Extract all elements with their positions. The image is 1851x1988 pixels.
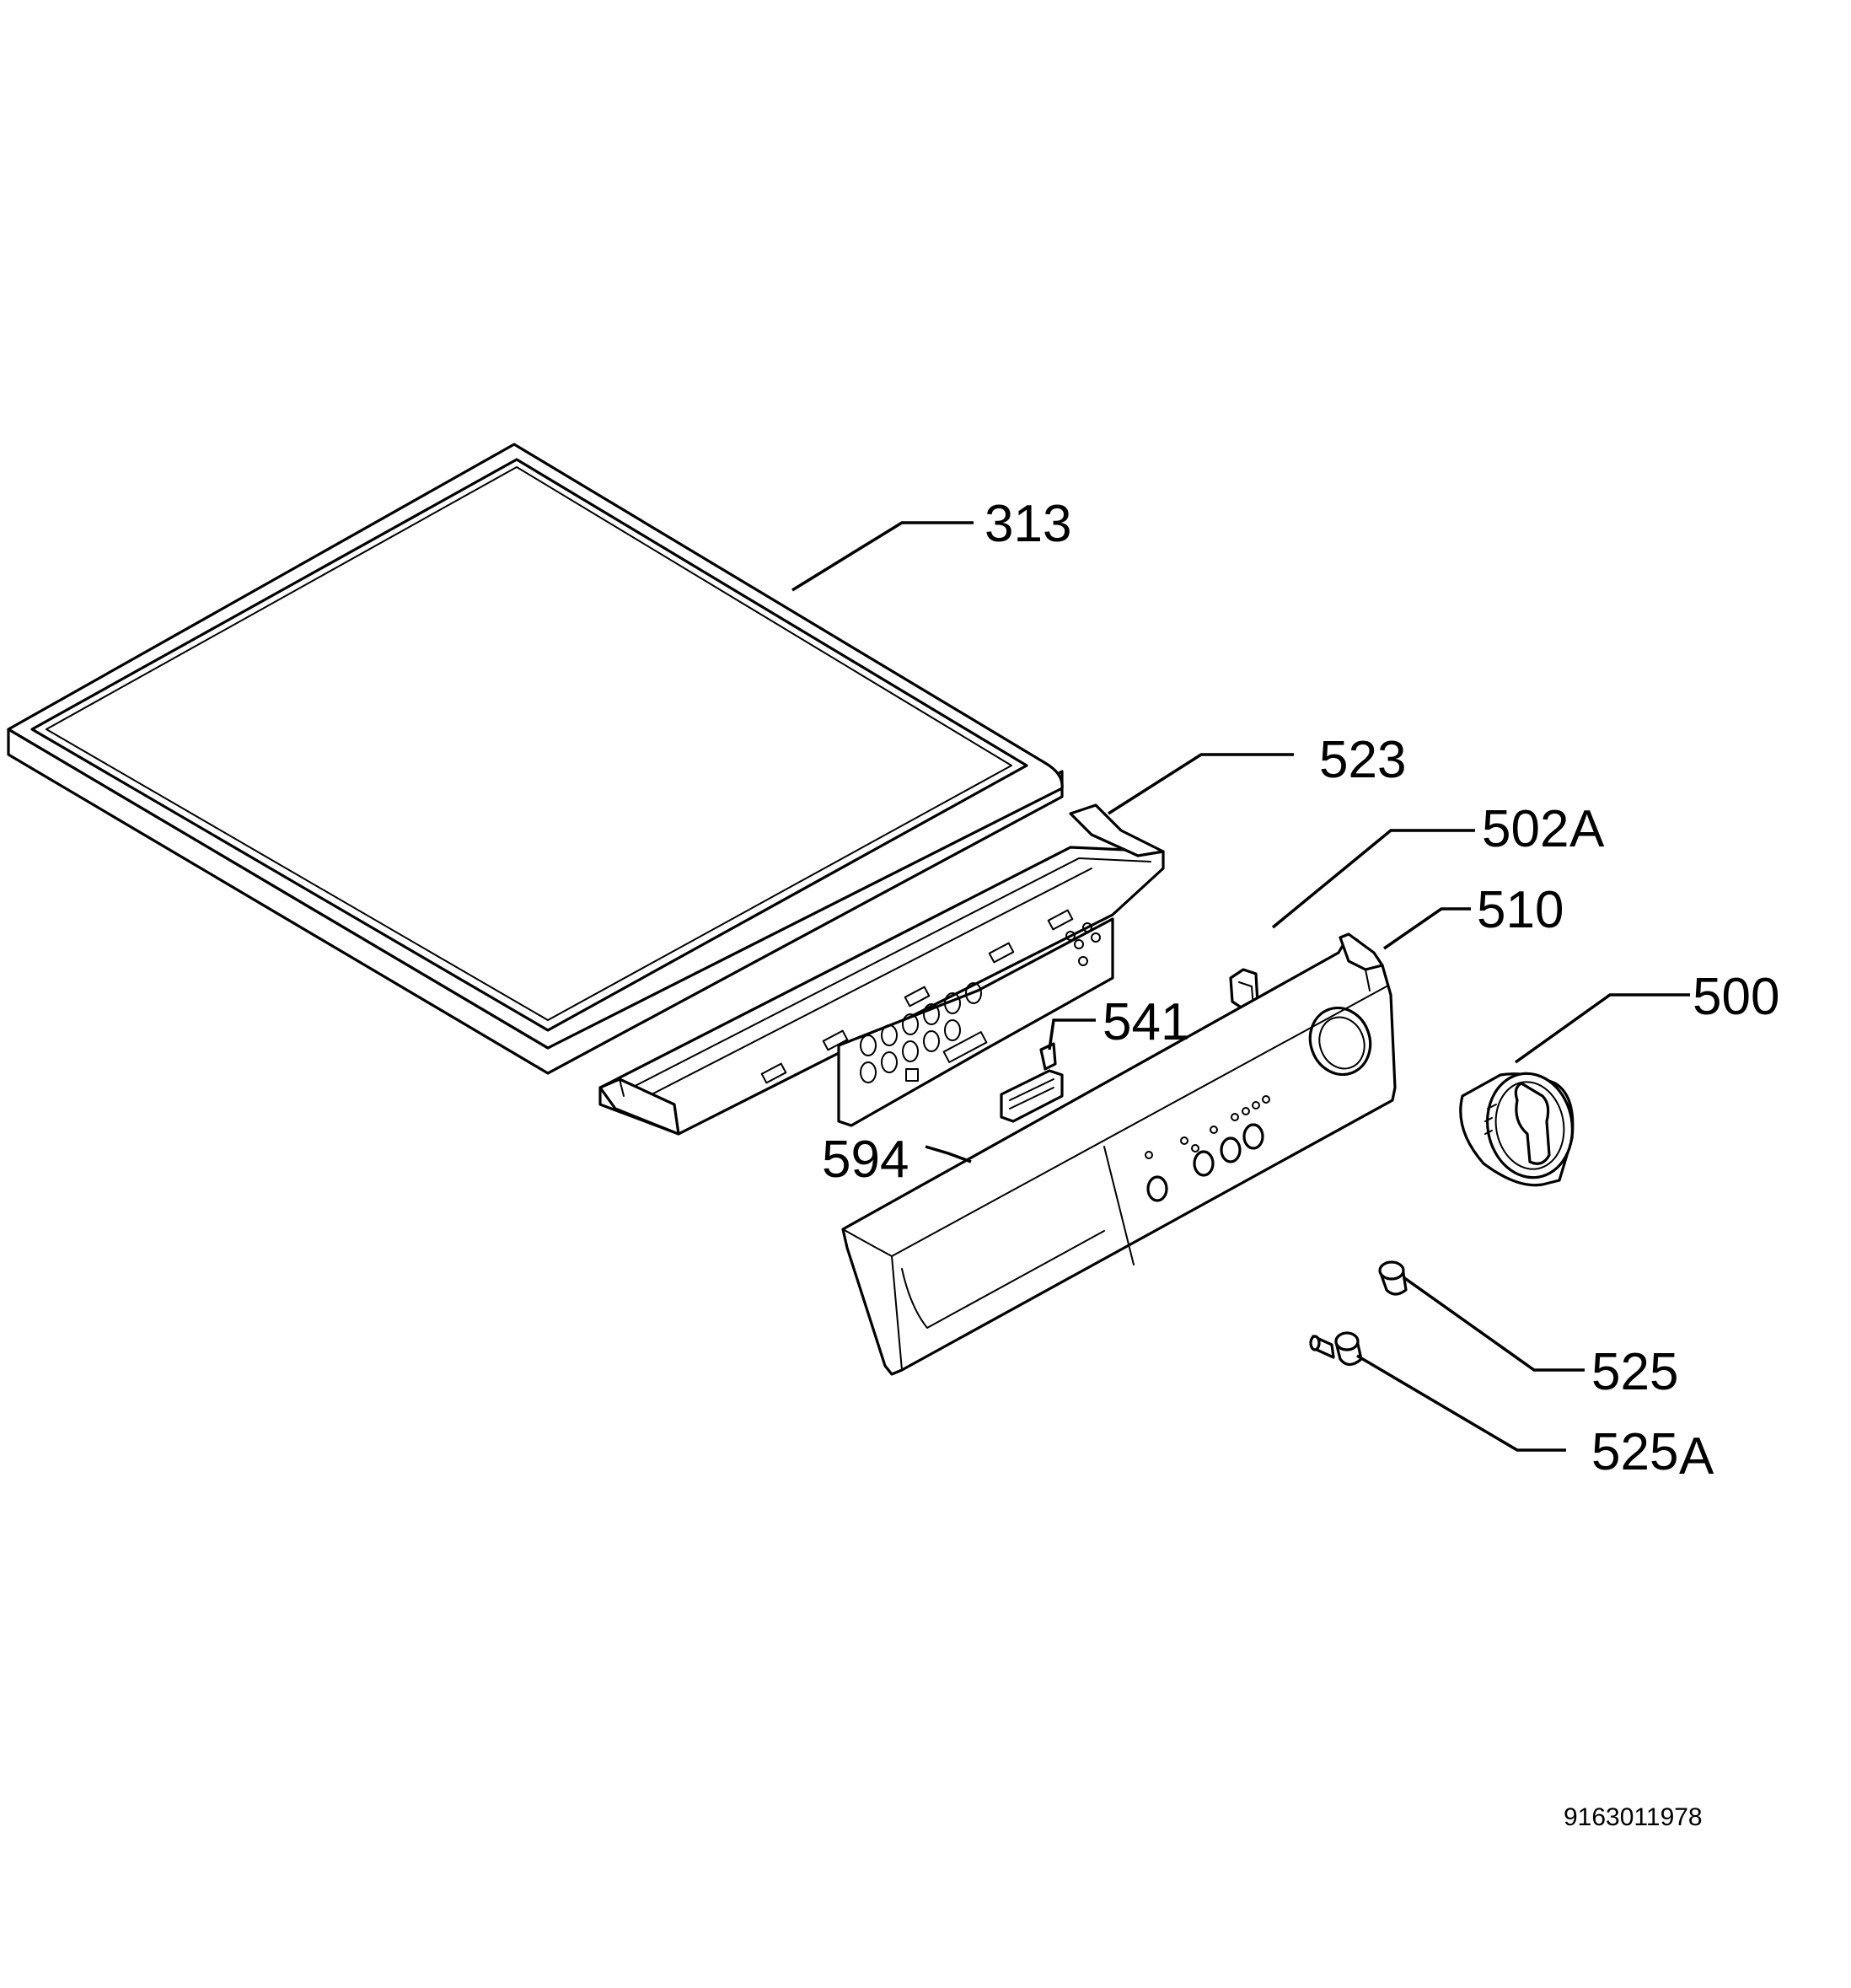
leader-lines [791,521,1690,1452]
part-541-connector [1000,1042,1064,1123]
label-500: 500 [1693,968,1779,1026]
drawing-number: 9163011978 [1564,1803,1703,1831]
label-510: 510 [1477,881,1564,939]
part-525a-button-stem [1309,1331,1363,1367]
label-502a: 502 [1482,800,1569,858]
label-313: 313 [985,495,1071,553]
label-541: 541 [1103,993,1189,1051]
label-525a: 525 [1591,1423,1678,1481]
label-523: 523 [1319,731,1406,789]
part-525-button-cap [1378,1260,1408,1296]
label-525: 525 [1591,1343,1678,1401]
label-594: 594 [822,1131,909,1189]
part-510-control-panel [841,932,1397,1376]
part-313-top-cover [7,443,1064,1075]
part-523-control-frame [598,803,1165,1136]
label-502a-suffix: A [1569,800,1605,858]
part-labels: 313 523 502 A 510 500 541 594 525 525 A [822,495,1779,1486]
label-525a-suffix: A [1679,1427,1714,1486]
part-500-rotary-knob [1459,1072,1575,1187]
